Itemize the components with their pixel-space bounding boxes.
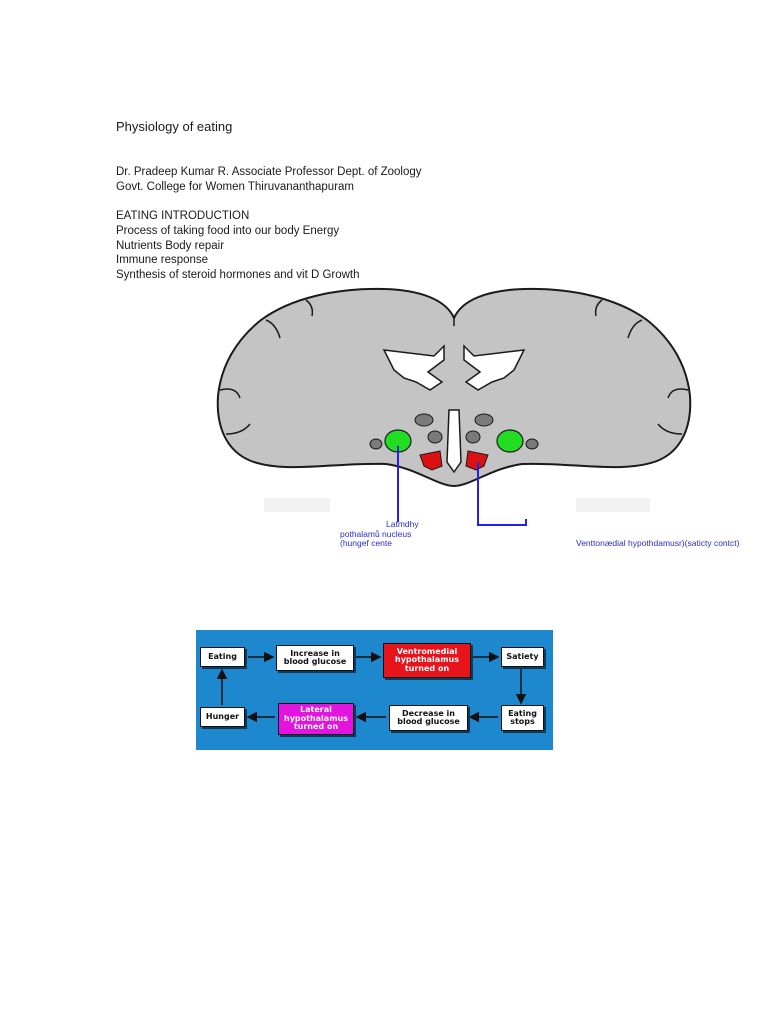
flow-box-hunger: Hunger (200, 707, 245, 727)
lateral-hypothalamus-label: Latmdhy pothalamů nucleus (hungef cente (340, 519, 419, 549)
brain-section-drawing (216, 287, 692, 526)
figure-artifact (576, 498, 650, 512)
flow-box-eating: Eating (200, 647, 245, 667)
author-block: Dr. Pradeep Kumar R. Associate Professor… (116, 165, 422, 195)
flowchart-arrows (216, 651, 527, 723)
left-ventricle (382, 344, 445, 391)
flow-box-satiety: Satiety (501, 647, 544, 667)
document-title: Physiology of eating (116, 119, 233, 134)
author-affiliation: Govt. College for Women Thiruvananthapur… (116, 180, 355, 193)
intro-block: EATING INTRODUCTION Process of taking fo… (116, 209, 360, 283)
nucleus-gray (369, 438, 383, 450)
ventromedial-nucleus-left (419, 450, 443, 471)
third-ventricle (446, 409, 462, 474)
right-ventricle (463, 344, 526, 391)
brain-outline (216, 287, 692, 488)
ventromedial-hypothalamus-label: Venttonædial hypothdamusr)(saticty contc… (576, 538, 740, 548)
lateral-hypothalamus-right (496, 429, 524, 453)
nucleus-gray (465, 430, 481, 444)
intro-line: Immune response (116, 254, 209, 267)
label-line: pothalamů nucleus (340, 528, 412, 539)
label-line: (hungef cente (340, 538, 392, 548)
ventromedial-nucleus-right (465, 450, 489, 471)
intro-heading: EATING INTRODUCTION (116, 210, 250, 222)
figure-artifact (264, 498, 330, 512)
label-line: Latmdhy (386, 519, 419, 529)
nucleus-gray (474, 413, 494, 427)
sulcus-left (219, 299, 314, 435)
nucleus-gray (525, 438, 539, 450)
brain-section-figure (216, 286, 692, 528)
author-line: Dr. Pradeep Kumar R. Associate Professor… (116, 166, 422, 178)
nucleus-gray (427, 430, 443, 444)
nucleus-gray (414, 413, 434, 427)
intro-line: Nutrients Body repair (116, 239, 225, 252)
label-leader-ventromedial (477, 462, 527, 526)
intro-line: Synthesis of steroid hormones and vit D … (116, 269, 360, 282)
intro-line: Process of taking food into our body Ene… (116, 224, 340, 237)
sulcus-right (594, 299, 689, 435)
